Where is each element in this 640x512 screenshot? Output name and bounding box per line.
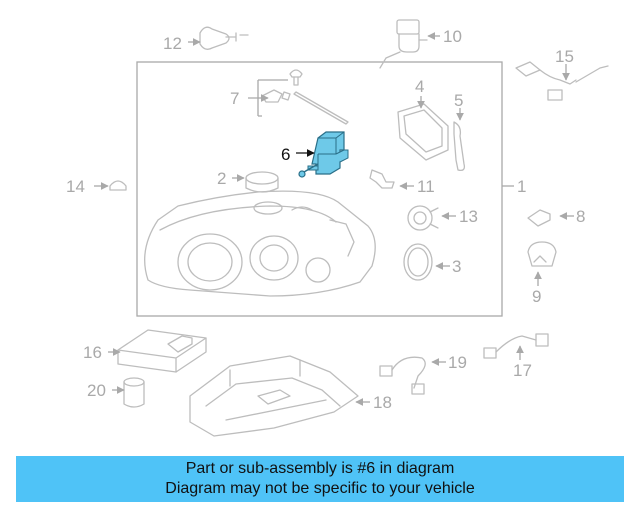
part-19-harness[interactable] bbox=[379, 356, 426, 395]
callout-3: 3 bbox=[452, 257, 461, 276]
callout-14: 14 bbox=[66, 177, 85, 196]
part-7-screws[interactable] bbox=[261, 69, 349, 125]
part-3-ring[interactable] bbox=[403, 243, 433, 281]
callout-16: 16 bbox=[83, 343, 102, 362]
callout-12: 12 bbox=[163, 34, 182, 53]
callout-17: 17 bbox=[513, 361, 532, 380]
banner-line-1: Part or sub-assembly is #6 in diagram bbox=[185, 460, 455, 477]
headlamp-housing[interactable] bbox=[144, 190, 376, 297]
callout-20: 20 bbox=[87, 381, 106, 400]
part-9-bulb[interactable] bbox=[527, 241, 557, 267]
part-20-sensor[interactable] bbox=[123, 377, 145, 408]
info-banner: Part or sub-assembly is #6 in diagram Di… bbox=[16, 456, 624, 502]
callout-2: 2 bbox=[217, 169, 226, 188]
callout-19: 19 bbox=[448, 353, 467, 372]
callout-1: 1 bbox=[517, 177, 526, 196]
part-14-cap[interactable] bbox=[109, 180, 127, 191]
part-13-socket[interactable] bbox=[407, 205, 439, 231]
callout-4: 4 bbox=[415, 77, 424, 96]
callout-18: 18 bbox=[373, 393, 392, 412]
callout-8: 8 bbox=[576, 207, 585, 226]
part-2-cap[interactable] bbox=[245, 171, 279, 193]
callout-10: 10 bbox=[443, 27, 462, 46]
callout-9: 9 bbox=[532, 287, 541, 306]
part-10-xenon-bulb[interactable] bbox=[379, 19, 428, 69]
callout-15: 15 bbox=[555, 47, 574, 66]
part-16-control-module[interactable] bbox=[117, 329, 207, 373]
callout-11: 11 bbox=[417, 177, 435, 196]
part-17-harness[interactable] bbox=[483, 333, 549, 359]
callout-6: 6 bbox=[281, 145, 290, 164]
part-8-bulb[interactable] bbox=[527, 209, 551, 227]
callout-13: 13 bbox=[459, 207, 478, 226]
parts-diagram: 12 10 15 7 4 5 bbox=[66, 19, 609, 437]
part-18-bracket[interactable] bbox=[189, 355, 359, 437]
part-11-bracket[interactable] bbox=[369, 169, 395, 189]
part-6-leveling-motor[interactable] bbox=[298, 131, 349, 178]
banner-line-2: Diagram may not be specific to your vehi… bbox=[165, 480, 475, 497]
part-5-seal[interactable] bbox=[453, 121, 466, 172]
part-12-bulb[interactable] bbox=[199, 26, 249, 50]
assembly-frame bbox=[136, 61, 503, 317]
callout-7: 7 bbox=[230, 89, 239, 108]
callout-5: 5 bbox=[454, 91, 463, 110]
part-15-harness[interactable] bbox=[515, 61, 609, 101]
part-4-cover[interactable] bbox=[397, 103, 449, 161]
